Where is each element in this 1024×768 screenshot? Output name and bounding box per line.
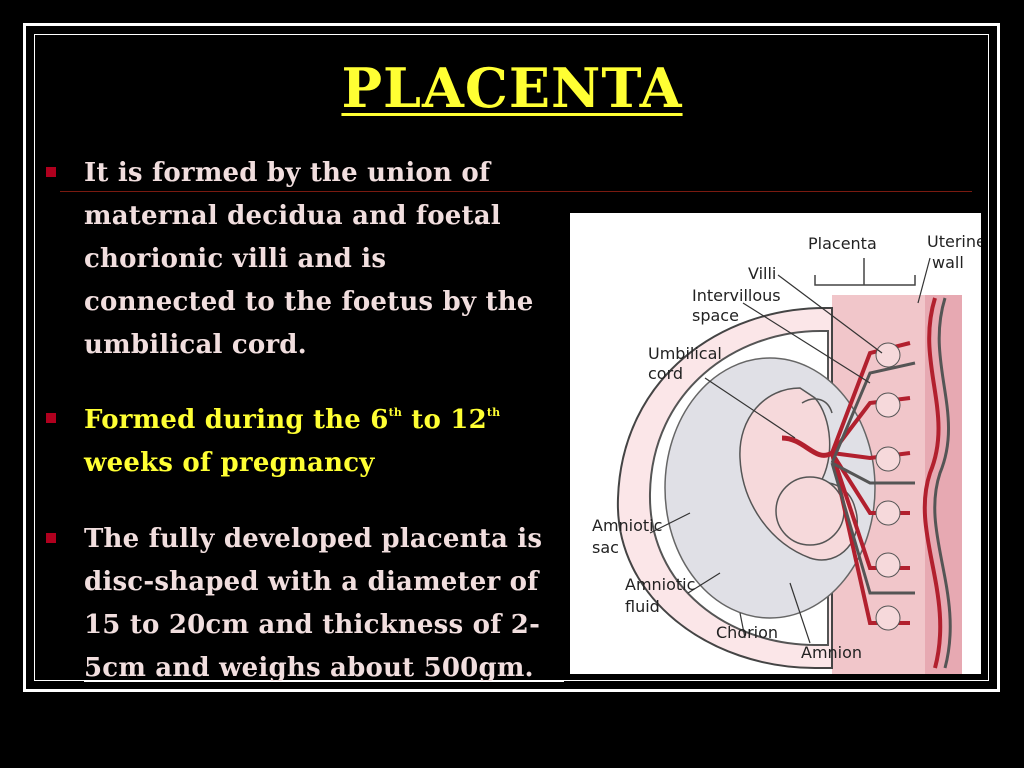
bullet-3-line: 15 to 20cm and thickness of 2- (84, 610, 541, 640)
placenta-bracket (814, 275, 916, 286)
bullet-marker-2 (46, 413, 56, 423)
slide-frame-outer (23, 23, 1000, 692)
bullet-1-line: chorionic villi and is (84, 244, 387, 274)
bullet-2-line-2: weeks of pregnancy (84, 448, 375, 478)
umbilical-cord (781, 435, 834, 458)
bullet-text-3: The fully developed placenta is disc-sha… (84, 518, 564, 690)
placenta-diagram: Placenta Uterine wall Villi Intervillous… (570, 213, 981, 674)
label-fluid: fluid (625, 597, 660, 616)
label-uterine: Uterine (927, 232, 981, 251)
slide-title: PLACENTA (341, 56, 683, 120)
label-villi: Villi (748, 264, 776, 283)
villi (875, 342, 901, 631)
label-chorion: Chorion (716, 623, 778, 642)
label-wall: wall (932, 253, 964, 272)
bullet-3-line: disc-shaped with a diameter of (84, 567, 539, 597)
label-sac: sac (592, 538, 619, 557)
villi-vessels-grey (830, 297, 952, 669)
fetus-limb (801, 398, 833, 414)
placenta-diagram-svg: Placenta Uterine wall Villi Intervillous… (592, 232, 981, 674)
bullet-text-2: Formed during the 6th to 12th weeks of p… (84, 399, 564, 485)
bullet-marker-1 (46, 167, 56, 177)
label-intervillous: Intervillous (692, 286, 781, 305)
label-amniotic-sac: Amniotic (592, 516, 662, 535)
title-divider (60, 191, 972, 192)
bullet-3-line: The fully developed placenta is (84, 524, 543, 554)
label-placenta: Placenta (808, 234, 877, 253)
label-pointers (649, 257, 931, 644)
bullet-1-line: It is formed by the union of (84, 158, 491, 188)
text-underline (84, 681, 564, 682)
label-umbilical: Umbilical (648, 344, 722, 363)
bullet-1-line: umbilical cord. (84, 330, 307, 360)
bullet-marker-3 (46, 533, 56, 543)
label-cord: cord (648, 364, 683, 383)
bullet-1-line: maternal decidua and foetal (84, 201, 501, 231)
fetus-head (775, 476, 845, 546)
bullet-3-line: 5cm and weighs about 500gm. (84, 653, 534, 683)
bullet-2-line-1: Formed during the 6th to 12th (84, 405, 501, 435)
slide-frame-inner (34, 34, 989, 681)
label-amnion: Amnion (801, 643, 862, 662)
bullet-1-line: connected to the foetus by the (84, 287, 534, 317)
label-amniotic-fluid: Amniotic (625, 575, 695, 594)
label-space: space (692, 306, 739, 325)
bullet-text-1: It is formed by the union of maternal de… (84, 152, 564, 367)
